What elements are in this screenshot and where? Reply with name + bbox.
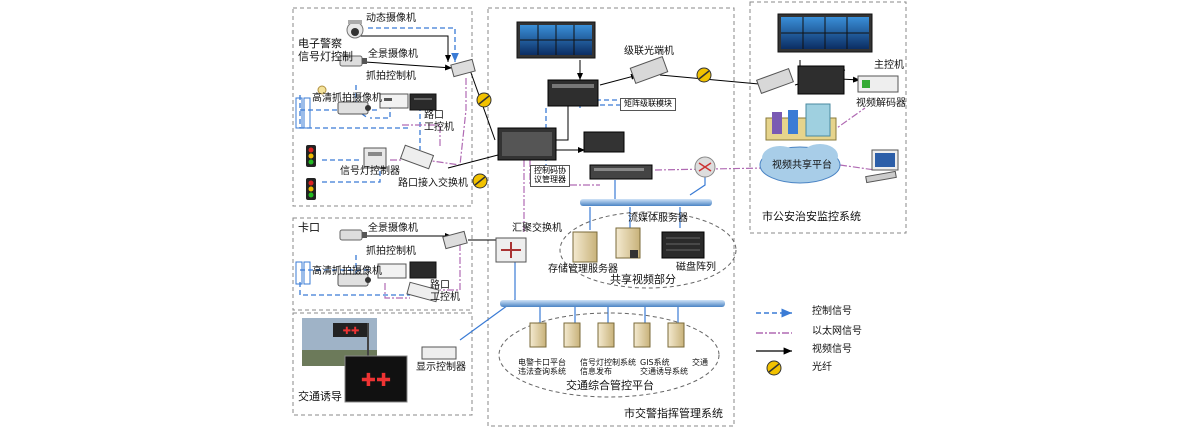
legend-label-fiber: 光纤 — [812, 362, 832, 373]
ipc-icon — [409, 261, 437, 279]
server-cluster-icon — [765, 103, 837, 141]
section-center-border — [487, 7, 735, 427]
label-capture-ctrl: 抓拍控制机 — [366, 71, 416, 82]
video-matrix-icon — [547, 79, 599, 107]
section-title-city: 市公安治安监控系统 — [762, 210, 861, 223]
building-icon — [295, 261, 311, 285]
label-streaming: 流媒体服务器 — [628, 213, 688, 224]
fiber-marker-icon — [472, 173, 488, 189]
server-icon — [572, 231, 598, 263]
section-title-guide: 交通诱导 — [298, 390, 342, 403]
dome-camera-icon — [346, 20, 364, 39]
legend-label-control: 控制信号 — [812, 306, 852, 317]
hd-camera-icon — [337, 273, 371, 287]
traffic-light-icon — [306, 178, 316, 200]
disk-array-icon — [661, 231, 705, 259]
cascade-rack-icon — [583, 131, 625, 153]
legend — [756, 308, 792, 376]
workstation-icon — [865, 149, 899, 184]
video-wall-icon — [516, 21, 596, 59]
legend-label-ethernet: 以太网信号 — [812, 326, 862, 337]
label-kakou-ipc: 路口 工控机 — [430, 280, 460, 303]
decoder-icon — [857, 75, 899, 93]
label-disk-array: 磁盘阵列 — [676, 262, 716, 273]
signal-controller-icon — [363, 147, 387, 169]
legend-fiber-icon — [766, 360, 782, 376]
video-wall-icon — [777, 13, 873, 53]
section-title-center: 市交警指挥管理系统 — [624, 407, 723, 420]
center-backbone-pipe — [580, 199, 712, 206]
share-zone-ellipse — [559, 211, 737, 289]
label-decoder: 视频解码器 — [856, 98, 906, 109]
access-switch-icon — [399, 144, 435, 170]
label-kakou-pano-camera: 全景摄像机 — [368, 223, 418, 234]
display-controller-icon — [421, 346, 457, 360]
building-icon — [295, 97, 311, 129]
pano-camera-icon — [339, 229, 367, 241]
section-kakou-border — [292, 217, 473, 311]
label-storage-mgr: 存储管理服务器 — [548, 264, 618, 275]
label-matrix-module: 矩阵级联模块 — [620, 98, 676, 111]
platform-pipe — [500, 300, 725, 307]
label-signal-ctrl: 信号灯控制器 — [340, 166, 400, 177]
cloud-icon — [759, 144, 841, 184]
label-svc-2: 信号灯控制系统 信息发布 — [580, 358, 636, 377]
label-pano-camera: 全景摄像机 — [368, 49, 418, 60]
label-share-part: 共享视频部分 — [610, 273, 676, 286]
legend-label-video: 视频信号 — [812, 344, 852, 355]
label-dome-camera: 动态摄像机 — [366, 13, 416, 24]
label-svc-4: 交通 — [692, 358, 708, 367]
router-icon — [495, 237, 527, 263]
fiber-marker-icon — [476, 92, 492, 108]
fiber-marker-icon — [696, 67, 712, 83]
matrix-rack-icon — [797, 65, 845, 95]
section-guide-border — [292, 312, 473, 416]
label-agg-switch: 汇聚交换机 — [512, 223, 562, 234]
section-title-ep: 电子警察 信号灯控制 — [298, 37, 353, 63]
switch-icon — [442, 230, 468, 250]
encoder-rack-icon — [497, 127, 557, 161]
svg-text:✚✚: ✚✚ — [361, 370, 391, 391]
capture-controller-icon — [377, 263, 407, 279]
label-share-platform: 视频共享平台 — [772, 160, 832, 171]
label-svc-1: 电警卡口平台 违法查询系统 — [518, 358, 566, 377]
router-globe-icon — [694, 156, 716, 178]
hd-camera-icon — [317, 85, 371, 115]
switch-icon — [450, 58, 476, 78]
label-host: 主控机 — [874, 60, 904, 71]
label-kakou-hd-camera: 高清抓拍摄像机 — [312, 266, 382, 277]
server-icon — [615, 227, 641, 259]
label-display-ctrl: 显示控制器 — [416, 362, 466, 373]
platform-server-icons — [529, 322, 685, 348]
label-codec-mgr: 控制码协 议管理器 — [530, 165, 570, 187]
label-platform: 交通综合管控平台 — [566, 379, 654, 392]
svg-text:✚✚: ✚✚ — [343, 326, 360, 337]
capture-controller-icon — [379, 93, 409, 109]
label-cascade-optical: 级联光端机 — [624, 46, 674, 57]
platform-zone-ellipse — [498, 312, 720, 398]
ipc-icon — [409, 93, 437, 111]
cascade-optical-icon — [629, 56, 669, 84]
streaming-server-icon — [589, 164, 653, 180]
label-kakou-capture-ctrl: 抓拍控制机 — [366, 246, 416, 257]
label-svc-3: GIS系统 交通诱导系统 — [640, 358, 688, 377]
label-hd-camera: 高清抓拍摄像机 — [312, 93, 382, 104]
section-ep-border — [292, 7, 473, 207]
pano-camera-icon — [339, 55, 367, 67]
optical-terminal-icon — [755, 67, 795, 95]
section-city-border — [749, 1, 907, 234]
traffic-light-icon — [306, 145, 316, 167]
section-title-kakou: 卡口 — [298, 221, 320, 234]
access-switch-icon — [406, 281, 440, 303]
vms-display-photo: ✚✚ — [344, 355, 408, 403]
label-access-switch: 路口接入交换机 — [398, 178, 468, 189]
label-ipc: 路口 工控机 — [424, 110, 454, 133]
